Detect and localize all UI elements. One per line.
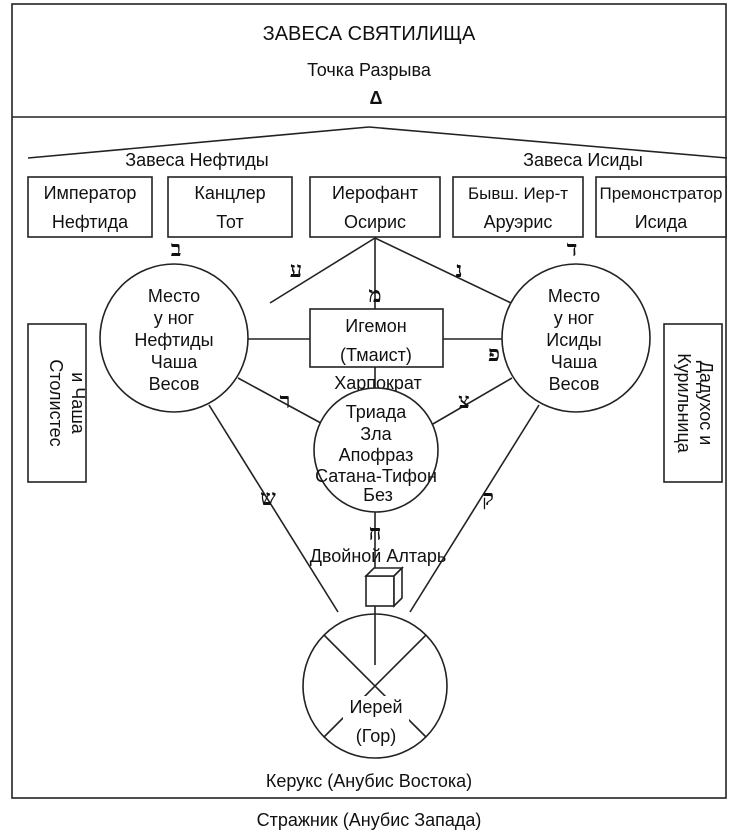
left-circle-line-1: Место [148,286,200,306]
right-circle-line-4: Чаша [551,352,598,372]
officer-box-praemonstrator [595,176,727,238]
double-altar-label: Двойной Алтарь [310,546,447,566]
dadouchos-box [663,323,723,483]
triad-line-3: Апофраз [339,445,414,465]
hiereus-cross-line-2 [323,634,427,738]
hegemon-title: Игемон [345,316,406,336]
officer-box-imperator [27,176,153,238]
outer-frame [11,3,727,799]
triad-line-4: Сатана-Тифон [315,466,437,486]
veil-nephthys-label: Завеса Нефтиды [125,150,268,170]
sentinel-label: Стражник (Анубис Запада) [257,810,482,830]
veil-line-left [27,126,370,159]
left-circle-line-3: Нефтиды [134,330,213,350]
triad-line-1: Триада [346,402,408,422]
left-circle-line-2: у ног [154,308,195,328]
delta-symbol: Δ [370,88,383,108]
officer-hierophant-title: Иерофант [332,183,418,203]
hebrew-letter-cheth: ח [368,520,381,546]
stolistes-cup: и Чаша [68,372,88,435]
hiereus-god: (Гор) [356,726,397,746]
officer-cancellarius-title: Канцлер [194,183,265,203]
hiereus-title: Иерей [349,697,402,717]
officer-box-hierophant [309,176,441,238]
hegemon-god: (Тмаист) [340,345,412,365]
officer-past-hierophant-god: Аруэрис [484,212,553,232]
triad-line-5: Без [363,485,393,505]
hebrew-letter-mem: מ [368,282,381,308]
circle-feet-of-isis [501,263,651,413]
left-circle-line-5: Весов [149,374,200,394]
harpocrates-label: Харпократ [334,373,422,393]
hebrew-letter-ayin: ע [290,257,302,283]
hebrew-letter-peh: פ [488,341,500,367]
dadouchos-title: Дадухос и [696,361,716,446]
officer-praemonstrator-god: Исида [635,212,688,232]
kerux-label: Керукс (Анубис Востока) [266,771,472,791]
stolistes-box [27,323,87,483]
hegemon-box [309,308,444,368]
hebrew-letter-tzaddi: צ [458,388,470,414]
veil-line-right [368,126,728,159]
officer-past-hierophant-title: Бывш. Иер-т [468,184,568,203]
stolistes-title: Столистес [46,359,66,446]
line-left-to-triad [237,377,331,429]
officer-imperator-title: Император [44,183,137,203]
line-hierophant-left [269,237,376,304]
subtitle: Точка Разрыва [307,60,432,80]
hebrew-letter-daleth: ד [567,236,578,262]
hebrew-letter-resh: ר [280,388,291,414]
hebrew-letter-beth: ב [171,236,182,262]
line-left-to-priest [208,404,339,613]
right-circle-line-2: у ног [554,308,595,328]
triad-line-2: Зла [360,424,392,444]
hiereus-label-backdrop [343,696,409,746]
officer-cancellarius-god: Тот [216,212,243,232]
title: ЗАВЕСА СВЯТИЛИЩА [263,23,476,45]
veil-isis-label: Завеса Исиды [523,150,643,170]
right-circle-line-5: Весов [549,374,600,394]
officer-praemonstrator-title: Премонстратор [600,184,723,203]
left-circle-line-4: Чаша [151,352,198,372]
officer-box-cancellarius [167,176,293,238]
dadouchos-censer: Курильница [674,353,694,454]
line-right-to-triad [425,377,513,429]
hebrew-letter-qoph: ק [482,485,494,511]
right-circle-line-1: Место [548,286,600,306]
hebrew-letter-shin: ש [260,485,276,511]
right-circle-line-3: Исиды [546,330,601,350]
altar-cube-icon [364,566,404,608]
line-right-to-priest [409,404,540,613]
officer-imperator-god: Нефтида [52,212,129,232]
officer-hierophant-god: Осирис [344,212,406,232]
hebrew-letter-nun: נ [455,257,462,283]
line-hierophant-right [374,237,512,304]
circle-feet-of-nephthys [99,263,249,413]
officer-box-past-hierophant [452,176,584,238]
circle-evil-triad [313,387,439,513]
